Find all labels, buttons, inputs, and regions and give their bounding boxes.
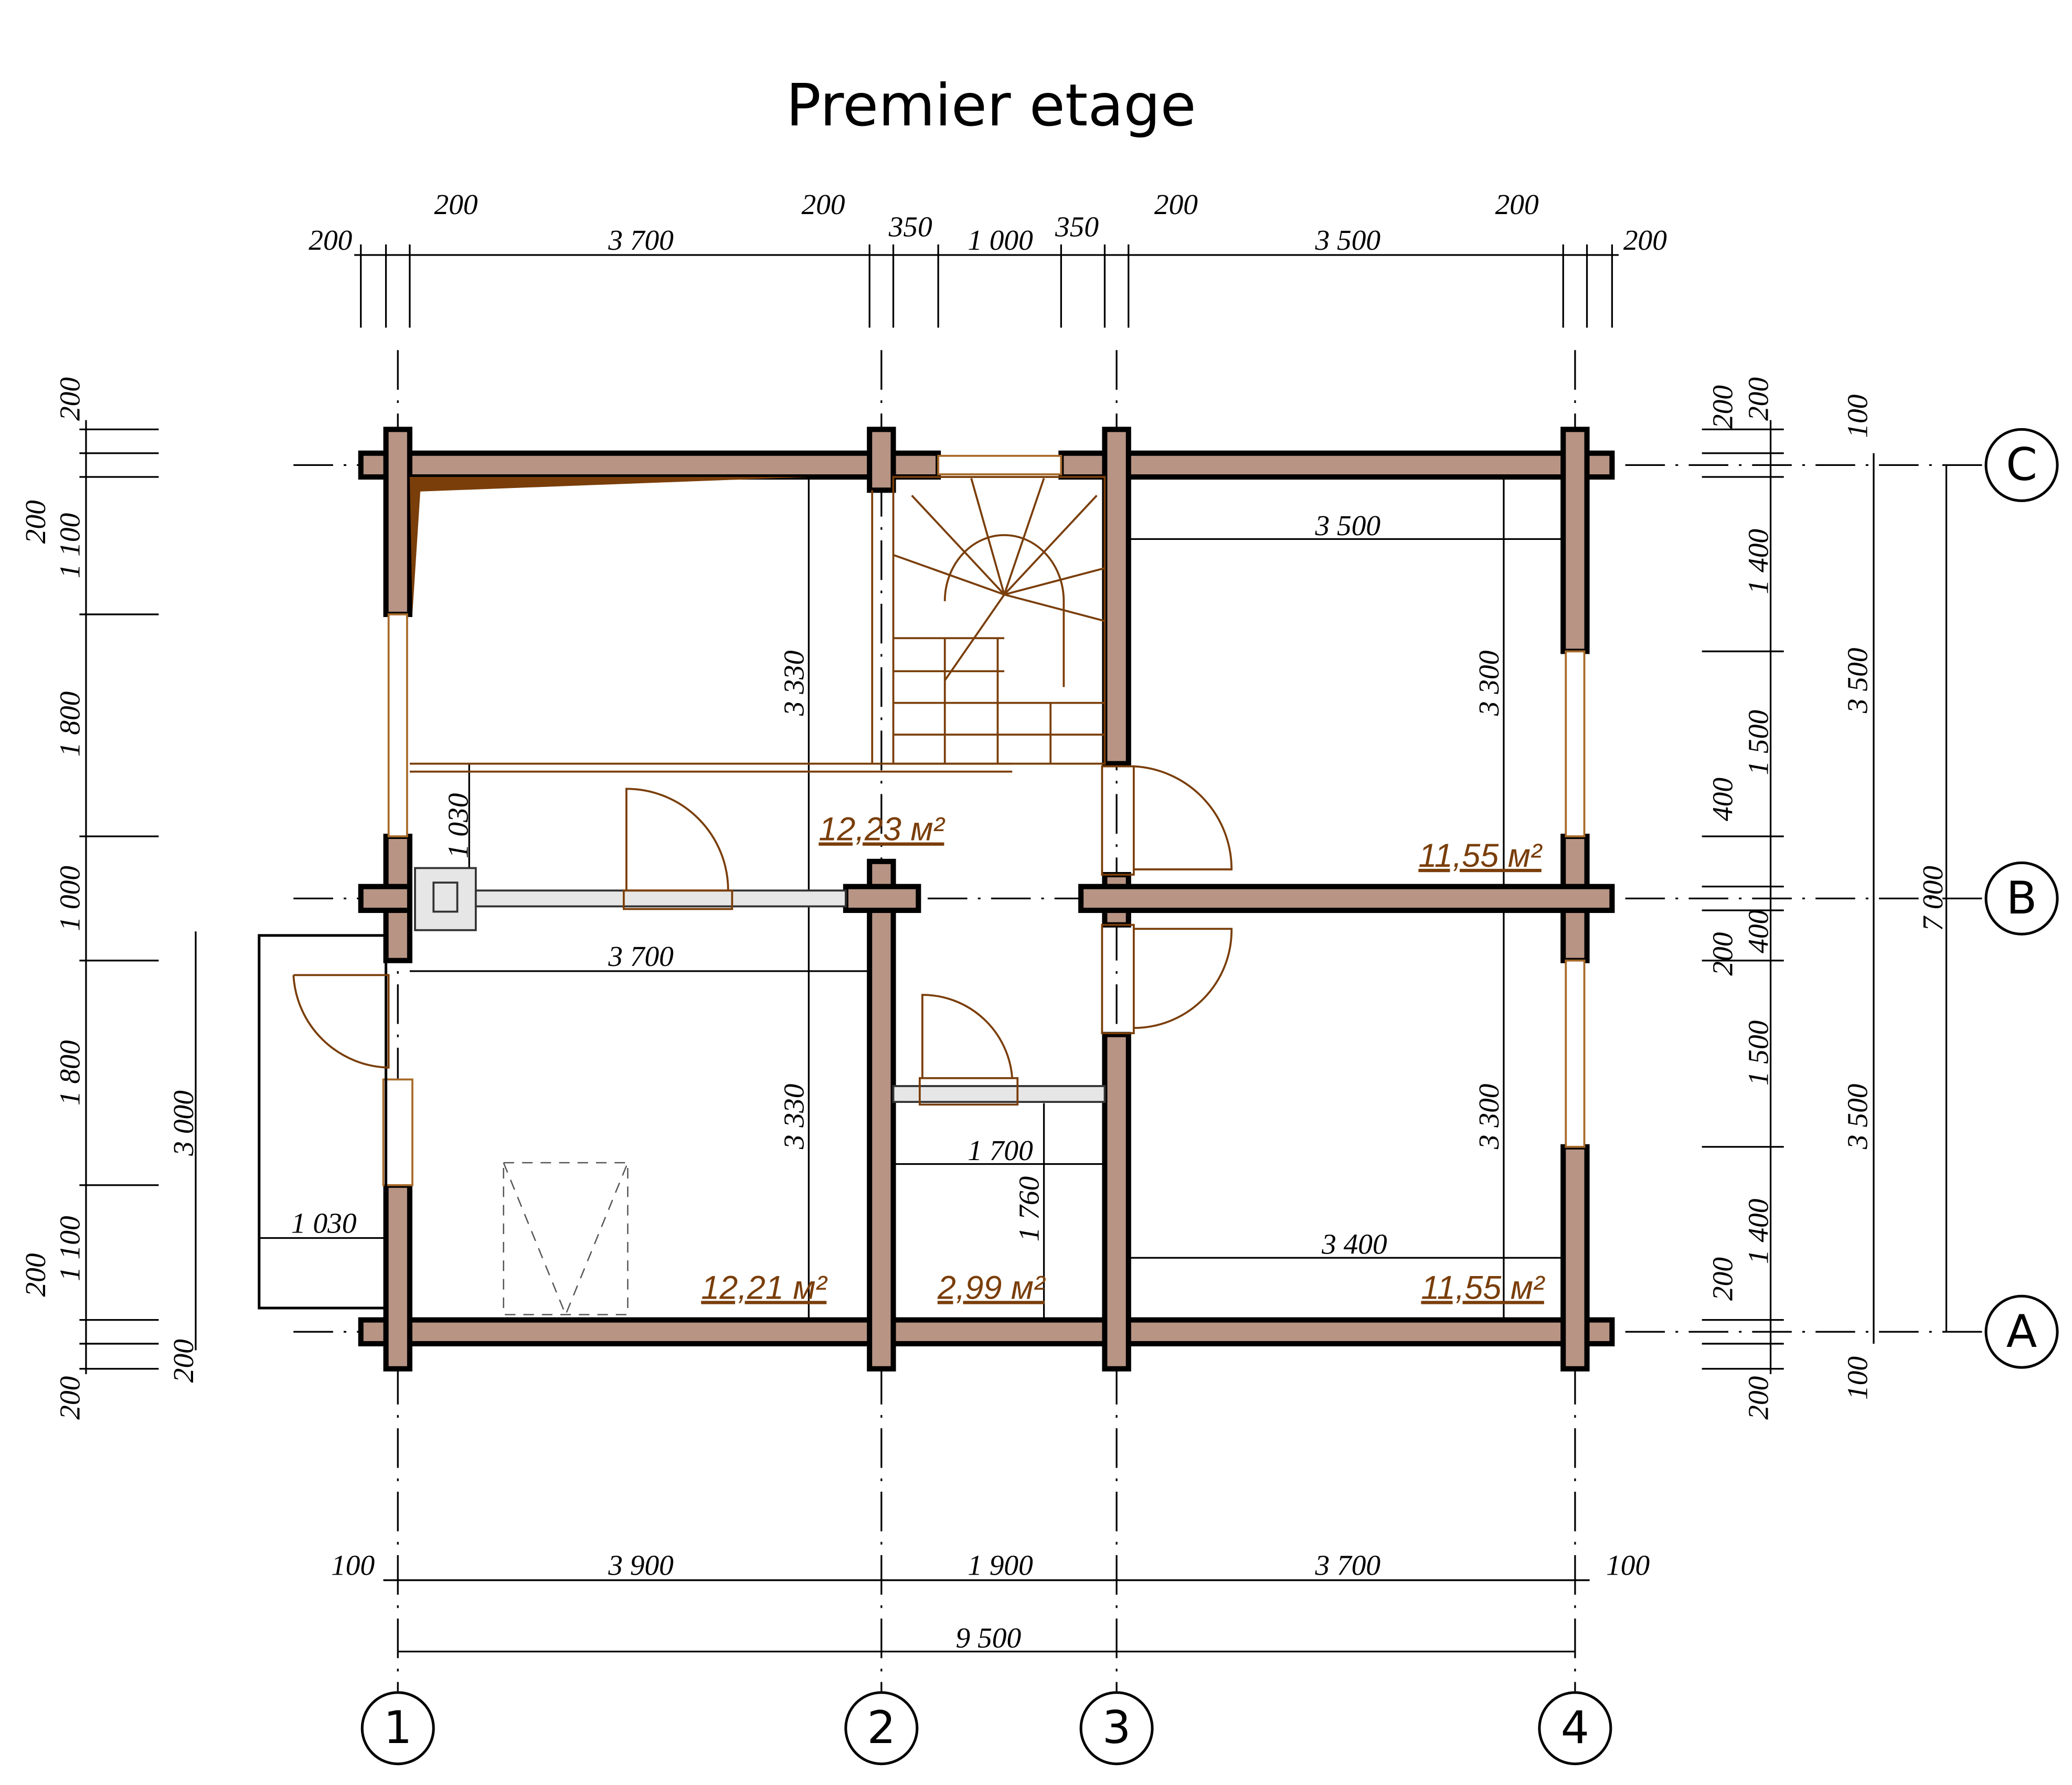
balcony (258, 934, 388, 1310)
dimension-label: 3 330 (778, 1084, 810, 1150)
dimension-label: 200 (19, 1253, 51, 1297)
dimension-label: 400 (1707, 778, 1739, 821)
partitions (409, 762, 1106, 1103)
axis-b: B (2006, 873, 2037, 925)
dim: 200 (434, 188, 478, 220)
dimension-label: 100 (1841, 1356, 1873, 1400)
area-room-se: 11,55 м² (1421, 1269, 1545, 1306)
axis-2: 2 (867, 1702, 896, 1754)
dimension-label: 1 100 (54, 1216, 86, 1281)
dimension-label: 200 (1707, 932, 1739, 976)
dim: 3 900 (608, 1549, 674, 1581)
top-dimensions: 200 200 3 700 200 350 1 000 350 200 3 50… (309, 188, 1667, 256)
dim: 350 (1055, 211, 1099, 243)
dim: 200 (1154, 188, 1198, 220)
windows (258, 454, 1586, 1310)
dimension-label: 200 (1707, 1257, 1739, 1301)
dimension-label: 1 000 (54, 866, 86, 931)
dimension-label: 3 300 (1473, 1084, 1505, 1150)
room-areas: 12,23 м² 11,55 м² 12,21 м² 2,99 м² 11,55… (701, 811, 1545, 1306)
hatch (503, 1162, 629, 1315)
dim: 200 (1495, 188, 1539, 220)
axis-3: 3 (1102, 1702, 1131, 1754)
axis-c: C (2006, 439, 2037, 491)
area-room-ne: 11,55 м² (1418, 837, 1542, 874)
dimension-label: 3 700 (608, 940, 674, 972)
dimension-label: 1 400 (1742, 529, 1775, 594)
axis-a: A (2006, 1306, 2037, 1358)
dimension-label: 200 (1707, 385, 1739, 429)
axis-markers (360, 428, 2059, 1766)
dim: 1 900 (968, 1549, 1033, 1581)
staircase (871, 476, 1106, 765)
dimension-label: 1 100 (54, 513, 86, 579)
dim: 3 700 (608, 224, 674, 256)
inner-dimensions: 3 330 3 330 3 300 3 300 3 500 3 700 1 03… (291, 509, 1505, 1260)
dimension-label: 200 (54, 1376, 86, 1420)
dimension-label: 3 500 (1841, 648, 1873, 714)
dimension-label: 3 500 (1314, 509, 1380, 541)
dimension-label: 1 030 (291, 1207, 357, 1239)
axis-4: 4 (1561, 1702, 1589, 1754)
axis-1: 1 (384, 1702, 412, 1754)
dim-total: 9 500 (956, 1622, 1022, 1654)
dim: 200 (802, 188, 845, 220)
dimension-label: 3 300 (1473, 651, 1505, 717)
plan-title: Premier etage (786, 72, 1196, 140)
dimension-label: 1 800 (54, 1040, 86, 1106)
left-dimensions: 200 200 1 100 1 800 1 000 1 800 200 1 10… (19, 377, 199, 1420)
dim: 100 (1606, 1549, 1650, 1581)
dimension-label: 3 000 (167, 1090, 199, 1156)
dim: 100 (331, 1549, 375, 1581)
dim: 200 (1623, 224, 1667, 256)
dimension-label: 1 030 (442, 793, 474, 859)
dimension-label: 3 400 (1321, 1228, 1387, 1260)
dim: 350 (888, 211, 932, 243)
dimension-label: 1 400 (1742, 1199, 1775, 1265)
axis-lines (293, 350, 1986, 1692)
area-stair-hall: 12,23 м² (819, 811, 945, 848)
dimension-label: 200 (19, 500, 51, 544)
dimension-label: 200 (167, 1339, 199, 1383)
dim: 3 500 (1314, 224, 1380, 256)
dimension-label: 7 000 (1917, 866, 1949, 931)
dimension-label: 1 760 (1013, 1176, 1045, 1242)
dimension-label: 400 (1742, 910, 1775, 953)
dimension-label: 1 500 (1742, 710, 1775, 775)
dimension-label: 100 (1841, 395, 1873, 438)
dimension-label: 1 800 (54, 692, 86, 757)
right-dimensions: 200 200 1 400 1 500 400 200 400 1 500 1 … (1707, 377, 1949, 1420)
dim: 200 (309, 224, 352, 256)
dim: 1 000 (968, 224, 1033, 256)
dimension-label: 200 (1742, 1376, 1775, 1420)
area-bath: 2,99 м² (937, 1269, 1046, 1306)
dimension-label: 200 (1742, 377, 1775, 421)
dim: 3 700 (1314, 1549, 1380, 1581)
dimension-label: 1 700 (968, 1134, 1033, 1166)
dimension-label: 3 330 (778, 651, 810, 717)
dimension-label: 1 500 (1742, 1021, 1775, 1086)
area-room-sw: 12,21 м² (701, 1269, 827, 1306)
doors (292, 765, 1233, 1316)
bottom-dimensions: 100 3 900 1 900 3 700 100 9 500 (331, 1549, 1650, 1654)
walls (358, 427, 1615, 1372)
dimension-label: 3 500 (1841, 1084, 1873, 1150)
dimension-label: 200 (54, 377, 86, 421)
